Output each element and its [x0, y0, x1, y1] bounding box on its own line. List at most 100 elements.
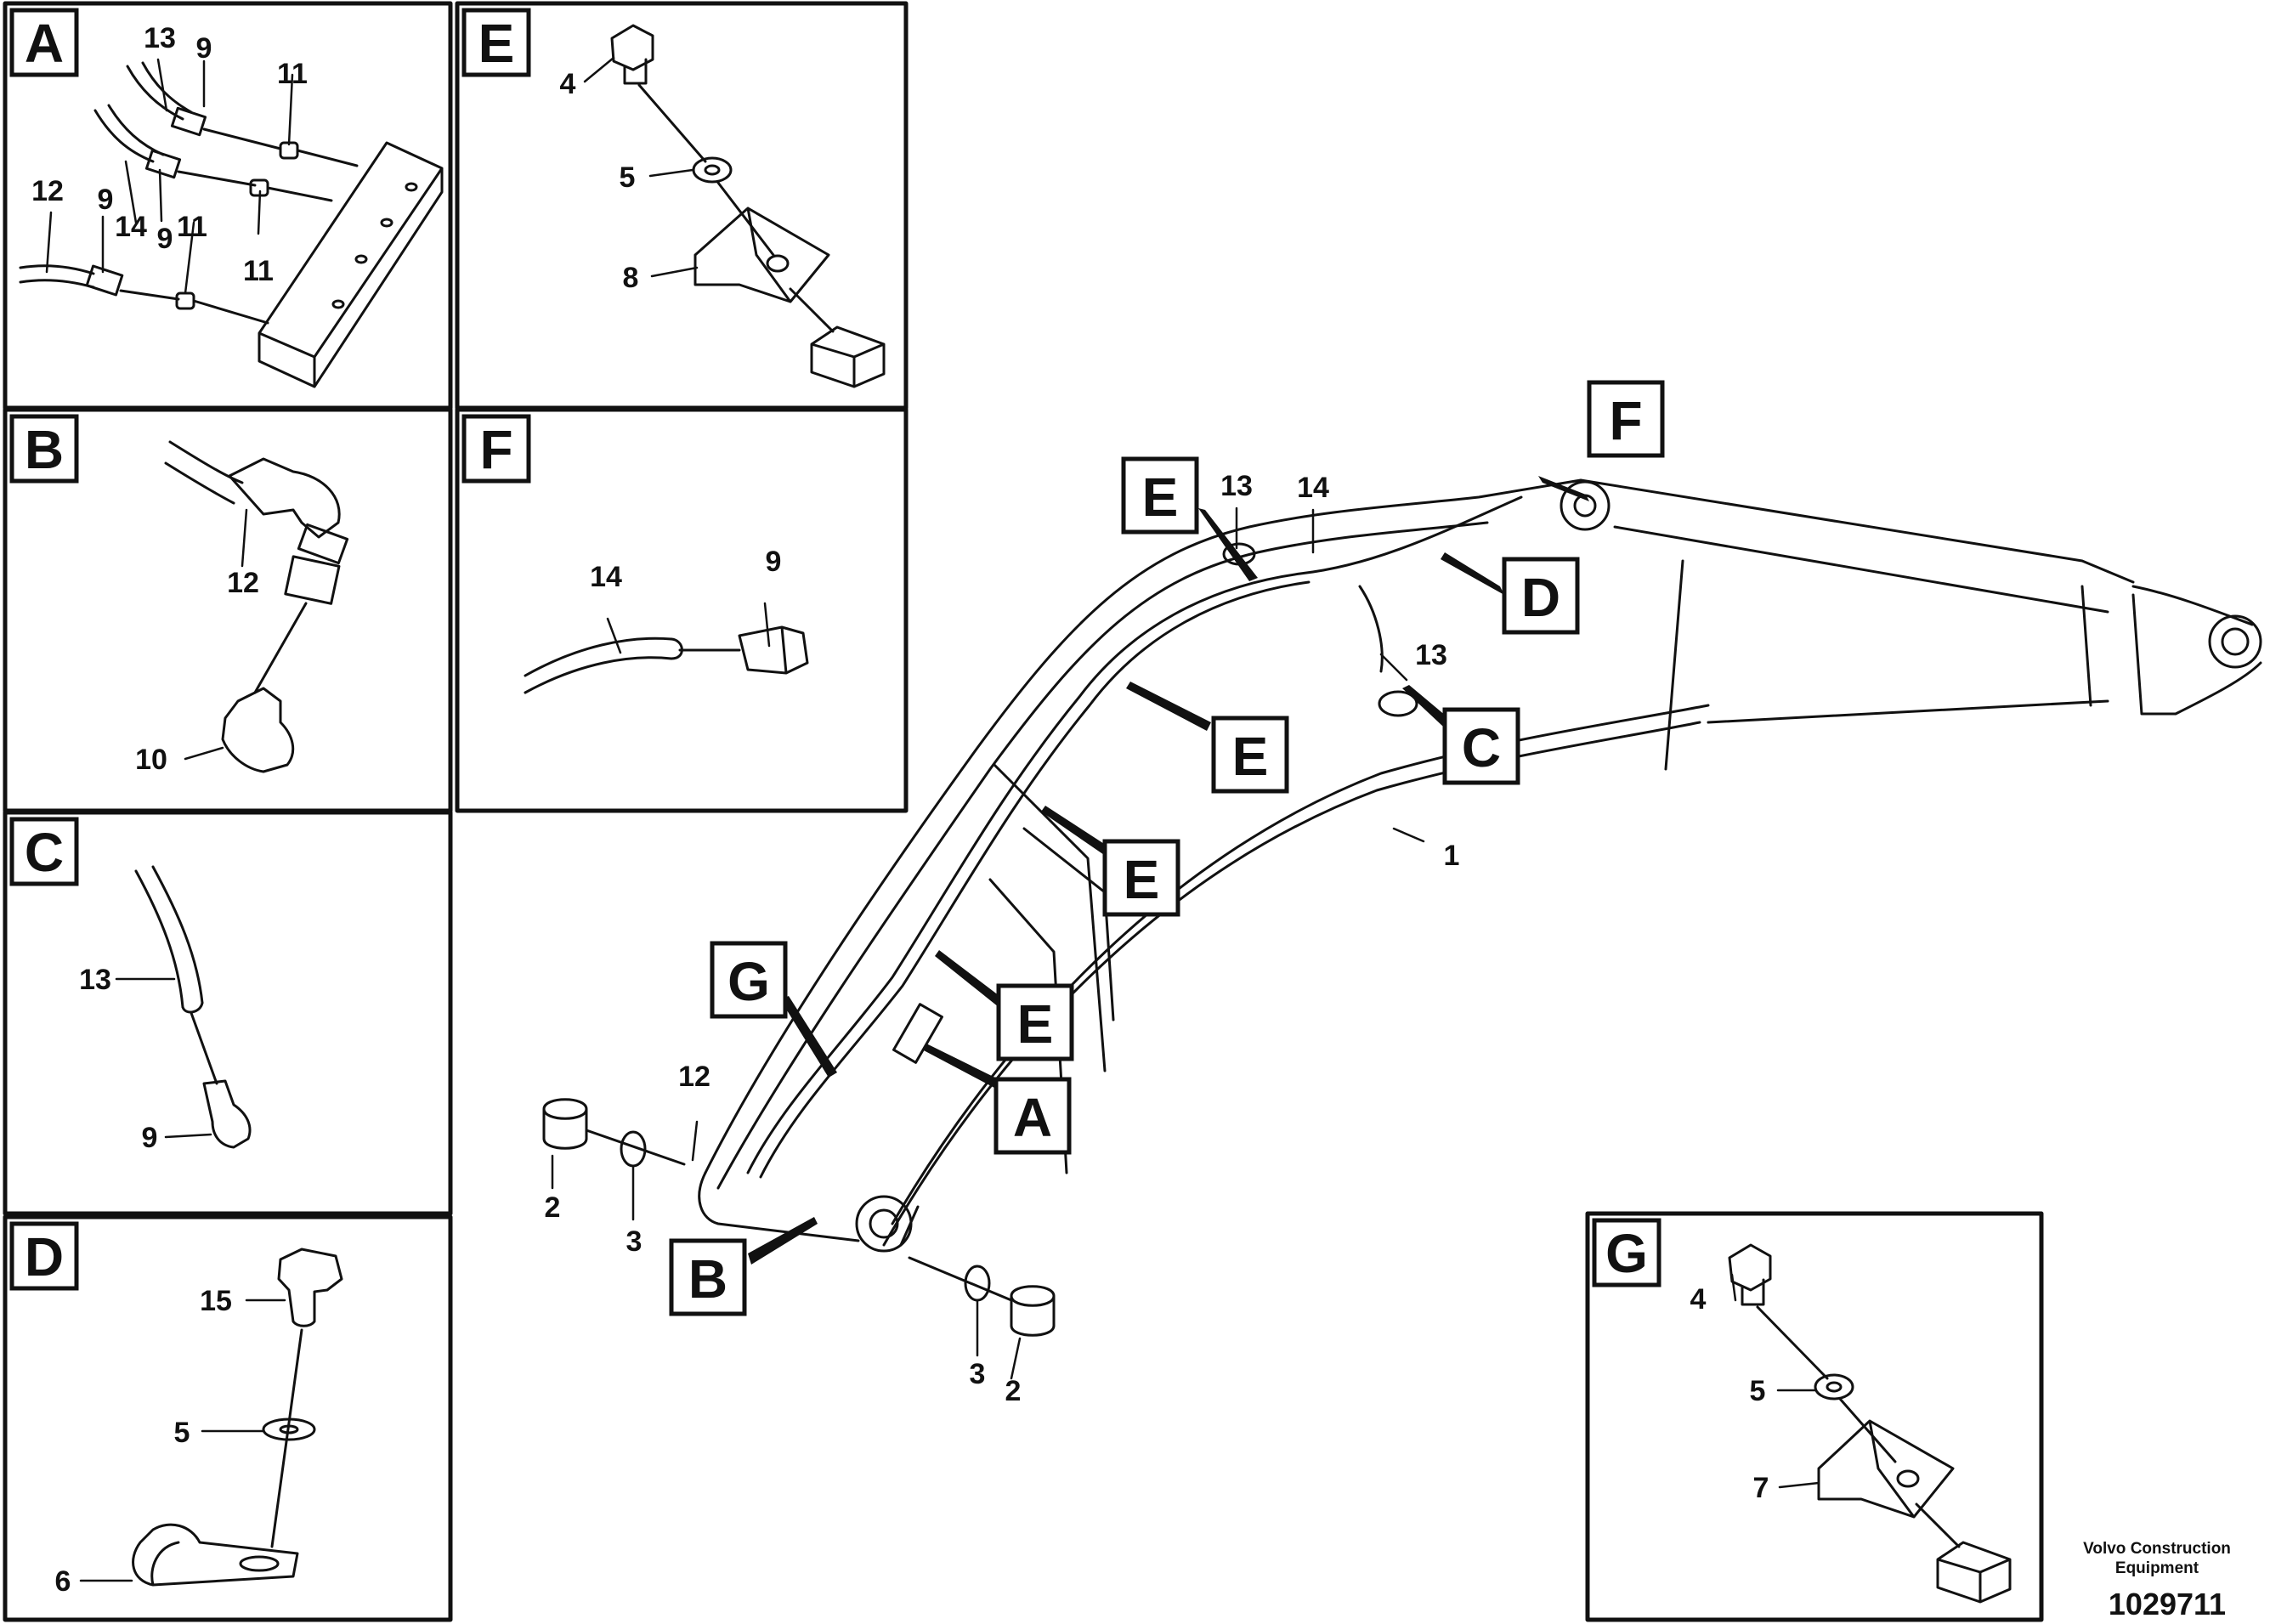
- callout-box-e-boom-3: [1102, 839, 1180, 917]
- part-number-10: 10: [135, 744, 167, 776]
- callout-f: F: [479, 419, 512, 480]
- callout-b-boom: B: [688, 1248, 727, 1310]
- part-number-13: 13: [144, 22, 176, 54]
- callout-box-g-boom: [710, 941, 788, 1019]
- part-number-13: 13: [1220, 470, 1253, 502]
- part-number-14: 14: [115, 211, 147, 243]
- panel-b-drawing: [164, 440, 349, 773]
- washer-5: [692, 156, 733, 184]
- callout-b: B: [25, 419, 64, 480]
- callout-box-e-boom-4: [996, 983, 1074, 1061]
- part-number-12: 12: [31, 175, 64, 207]
- clip-6: [132, 1523, 299, 1587]
- panel-g-frame: [1585, 1211, 2044, 1622]
- boom-assembly: [542, 478, 2262, 1337]
- part-number-4: 4: [1690, 1283, 1707, 1316]
- pin-boss-top: [1560, 480, 1611, 531]
- part-number-7: 7: [1753, 1472, 1769, 1504]
- part-number-2: 2: [1005, 1375, 1022, 1407]
- panel-e-drawing: [610, 24, 886, 388]
- part-number-5: 5: [620, 161, 636, 194]
- callout-e-boom-2: E: [1232, 726, 1269, 787]
- callout-box-f: [461, 414, 531, 484]
- callout-c: C: [25, 822, 64, 883]
- callout-a-boom: A: [1013, 1087, 1052, 1148]
- hose-run: [746, 495, 1523, 1174]
- fitting-11: [175, 291, 195, 310]
- leader-lines: [45, 56, 1820, 1582]
- panel-c-drawing: [134, 865, 252, 1149]
- callout-box-b: [9, 414, 79, 484]
- part-number-9: 9: [196, 32, 212, 65]
- bolt-4: [610, 24, 654, 85]
- nut-block: [810, 325, 886, 388]
- callout-box-d: [9, 1221, 79, 1291]
- panel-a-drawing: [19, 61, 444, 388]
- part-number-8: 8: [623, 262, 639, 294]
- callout-e: E: [478, 13, 515, 74]
- callout-a: A: [25, 13, 64, 74]
- part-number-12: 12: [678, 1061, 710, 1093]
- callout-g: G: [1605, 1223, 1648, 1284]
- callout-box-d-boom: [1502, 557, 1580, 635]
- company-credit-line2: Equipment: [2115, 1559, 2199, 1577]
- callout-d: D: [25, 1226, 64, 1287]
- callout-box-e-boom-1: [1121, 456, 1199, 535]
- clamp-8: [693, 207, 830, 303]
- part-number-15: 15: [200, 1285, 232, 1317]
- washer-5: [262, 1417, 316, 1441]
- callout-e-boom-4: E: [1017, 993, 1054, 1055]
- part-number-12: 12: [227, 567, 259, 599]
- panel-c-frame: [3, 810, 453, 1216]
- fitting-9: [85, 264, 124, 297]
- drawing-number: 1029711: [2109, 1587, 2226, 1621]
- part-number-9: 9: [766, 546, 782, 578]
- panel-d-drawing: [132, 1248, 343, 1587]
- bolt-15: [277, 1248, 343, 1327]
- callout-box-a: [9, 8, 79, 77]
- part-number-4: 4: [560, 68, 576, 100]
- panel-f-frame: [455, 407, 909, 813]
- panel-d-frame: [3, 1214, 453, 1622]
- fitting-9: [202, 1079, 252, 1149]
- part-number-3: 3: [970, 1358, 986, 1390]
- nut-block: [1936, 1541, 2012, 1604]
- part-number-1: 1: [1444, 840, 1460, 872]
- callout-f-boom: F: [1609, 390, 1642, 451]
- part-number-6: 6: [55, 1565, 71, 1598]
- callout-box-c-boom: [1442, 707, 1520, 785]
- part-number-13: 13: [79, 964, 111, 996]
- part-number-5: 5: [174, 1417, 190, 1449]
- callout-box-a-boom: [993, 1077, 1072, 1155]
- part-number-11: 11: [177, 211, 207, 243]
- fitting-9: [170, 106, 207, 137]
- callout-box-b-boom: [669, 1238, 747, 1316]
- part-number-9: 9: [98, 184, 114, 216]
- callout-box-e-boom-2: [1211, 716, 1289, 794]
- elbow-10: [221, 687, 295, 773]
- bushing-2: [542, 1098, 588, 1150]
- callout-box-g: [1592, 1218, 1661, 1287]
- part-number-9: 9: [157, 223, 173, 255]
- callout-e-boom-3: E: [1124, 849, 1160, 910]
- part-number-3: 3: [626, 1225, 643, 1258]
- callout-e-boom-1: E: [1142, 467, 1179, 528]
- washer-5: [1814, 1373, 1854, 1400]
- callout-c-boom: C: [1462, 717, 1501, 778]
- callout-box-e: [461, 8, 531, 77]
- clamp-7: [1817, 1419, 1955, 1519]
- callout-box-f-boom: [1587, 380, 1665, 458]
- part-number-13: 13: [1415, 639, 1447, 671]
- manifold-block: [258, 141, 444, 388]
- part-number-14: 14: [590, 561, 622, 593]
- part-number-11: 11: [243, 255, 274, 287]
- part-number-14: 14: [1297, 472, 1329, 504]
- company-credit-line1: Volvo Construction: [2083, 1540, 2231, 1558]
- callout-d-boom: D: [1521, 567, 1560, 628]
- pin-boss-rear: [2208, 614, 2262, 669]
- panel-g-drawing: [1728, 1243, 2012, 1604]
- fitting-9: [738, 625, 809, 675]
- boom-manifold: [892, 1003, 943, 1064]
- callout-pointers: [748, 476, 1589, 1265]
